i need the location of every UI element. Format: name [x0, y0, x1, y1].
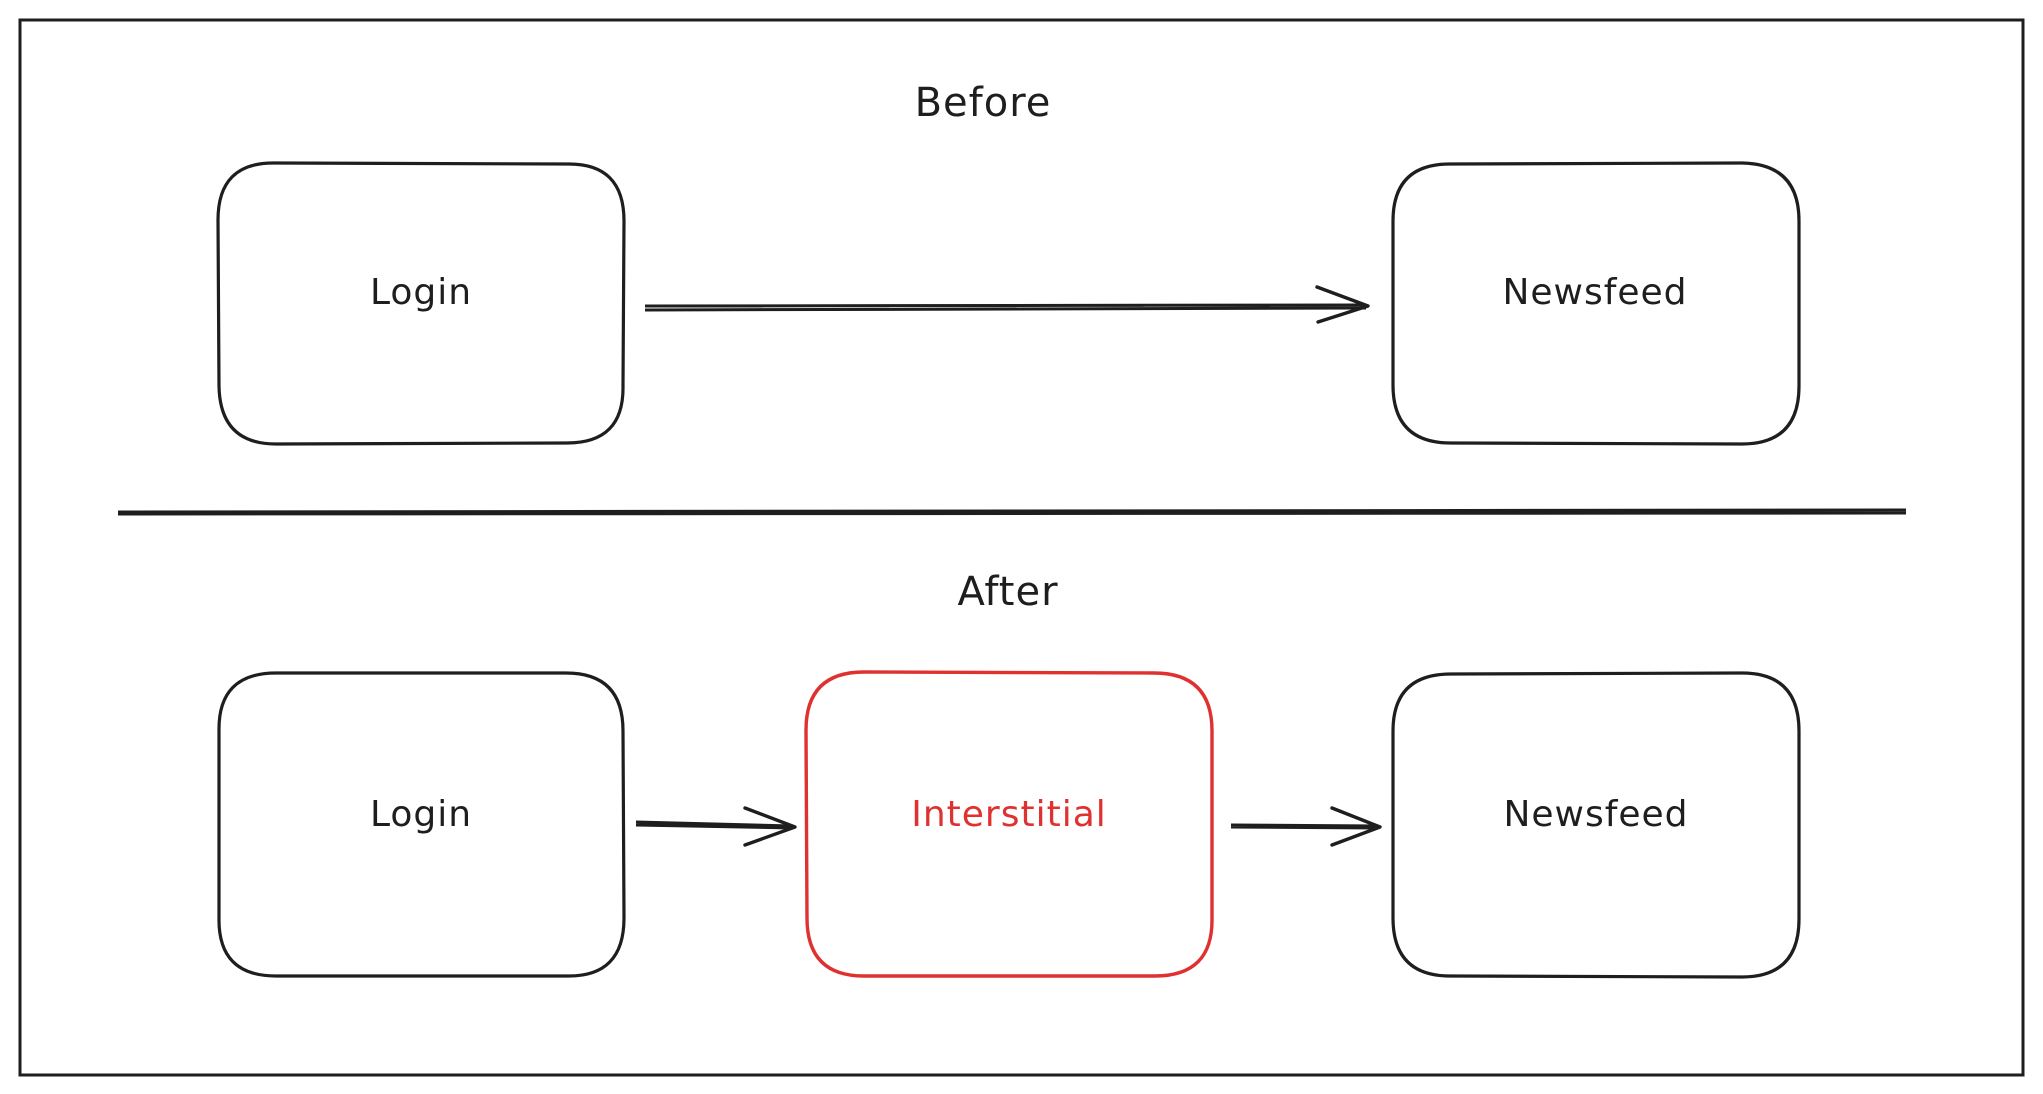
- after-arrow-1-shaft: [635, 820, 794, 830]
- before-newsfeed-label: Newsfeed: [1502, 272, 1687, 313]
- after-newsfeed-label: Newsfeed: [1503, 794, 1688, 835]
- after-login-node: Login: [217, 671, 626, 978]
- after-interstitial-box: [804, 670, 1214, 978]
- after-login-label: Login: [370, 794, 472, 835]
- before-login-node: Login: [216, 161, 626, 446]
- before-arrow-shaft: [644, 303, 1367, 312]
- section-divider: [117, 508, 1907, 516]
- after-arrow-interstitial-to-newsfeed: [1230, 806, 1382, 847]
- before-newsfeed-node: Newsfeed: [1391, 161, 1801, 446]
- after-newsfeed-node: Newsfeed: [1391, 671, 1801, 979]
- after-arrow-login-to-interstitial: [635, 806, 797, 847]
- before-title: Before: [915, 80, 1052, 126]
- after-arrow-2-shaft: [1230, 823, 1379, 830]
- after-section: After Login Interstitial Newsfeed: [217, 569, 1801, 979]
- before-arrow-login-to-newsfeed: [644, 285, 1370, 324]
- before-arrow-head: [1315, 285, 1370, 324]
- before-newsfeed-box: [1391, 161, 1801, 446]
- after-arrow-1-head: [743, 806, 797, 847]
- before-section: Before Login Newsfeed: [216, 80, 1801, 446]
- after-login-box: [217, 671, 626, 978]
- before-login-box: [216, 161, 626, 446]
- after-newsfeed-box: [1391, 671, 1801, 979]
- before-login-label: Login: [370, 272, 472, 313]
- after-title: After: [957, 569, 1058, 615]
- after-interstitial-node: Interstitial: [804, 670, 1214, 978]
- after-arrow-2-head: [1330, 806, 1382, 847]
- after-interstitial-label: Interstitial: [911, 794, 1107, 835]
- diagram-frame: [18, 18, 2025, 1077]
